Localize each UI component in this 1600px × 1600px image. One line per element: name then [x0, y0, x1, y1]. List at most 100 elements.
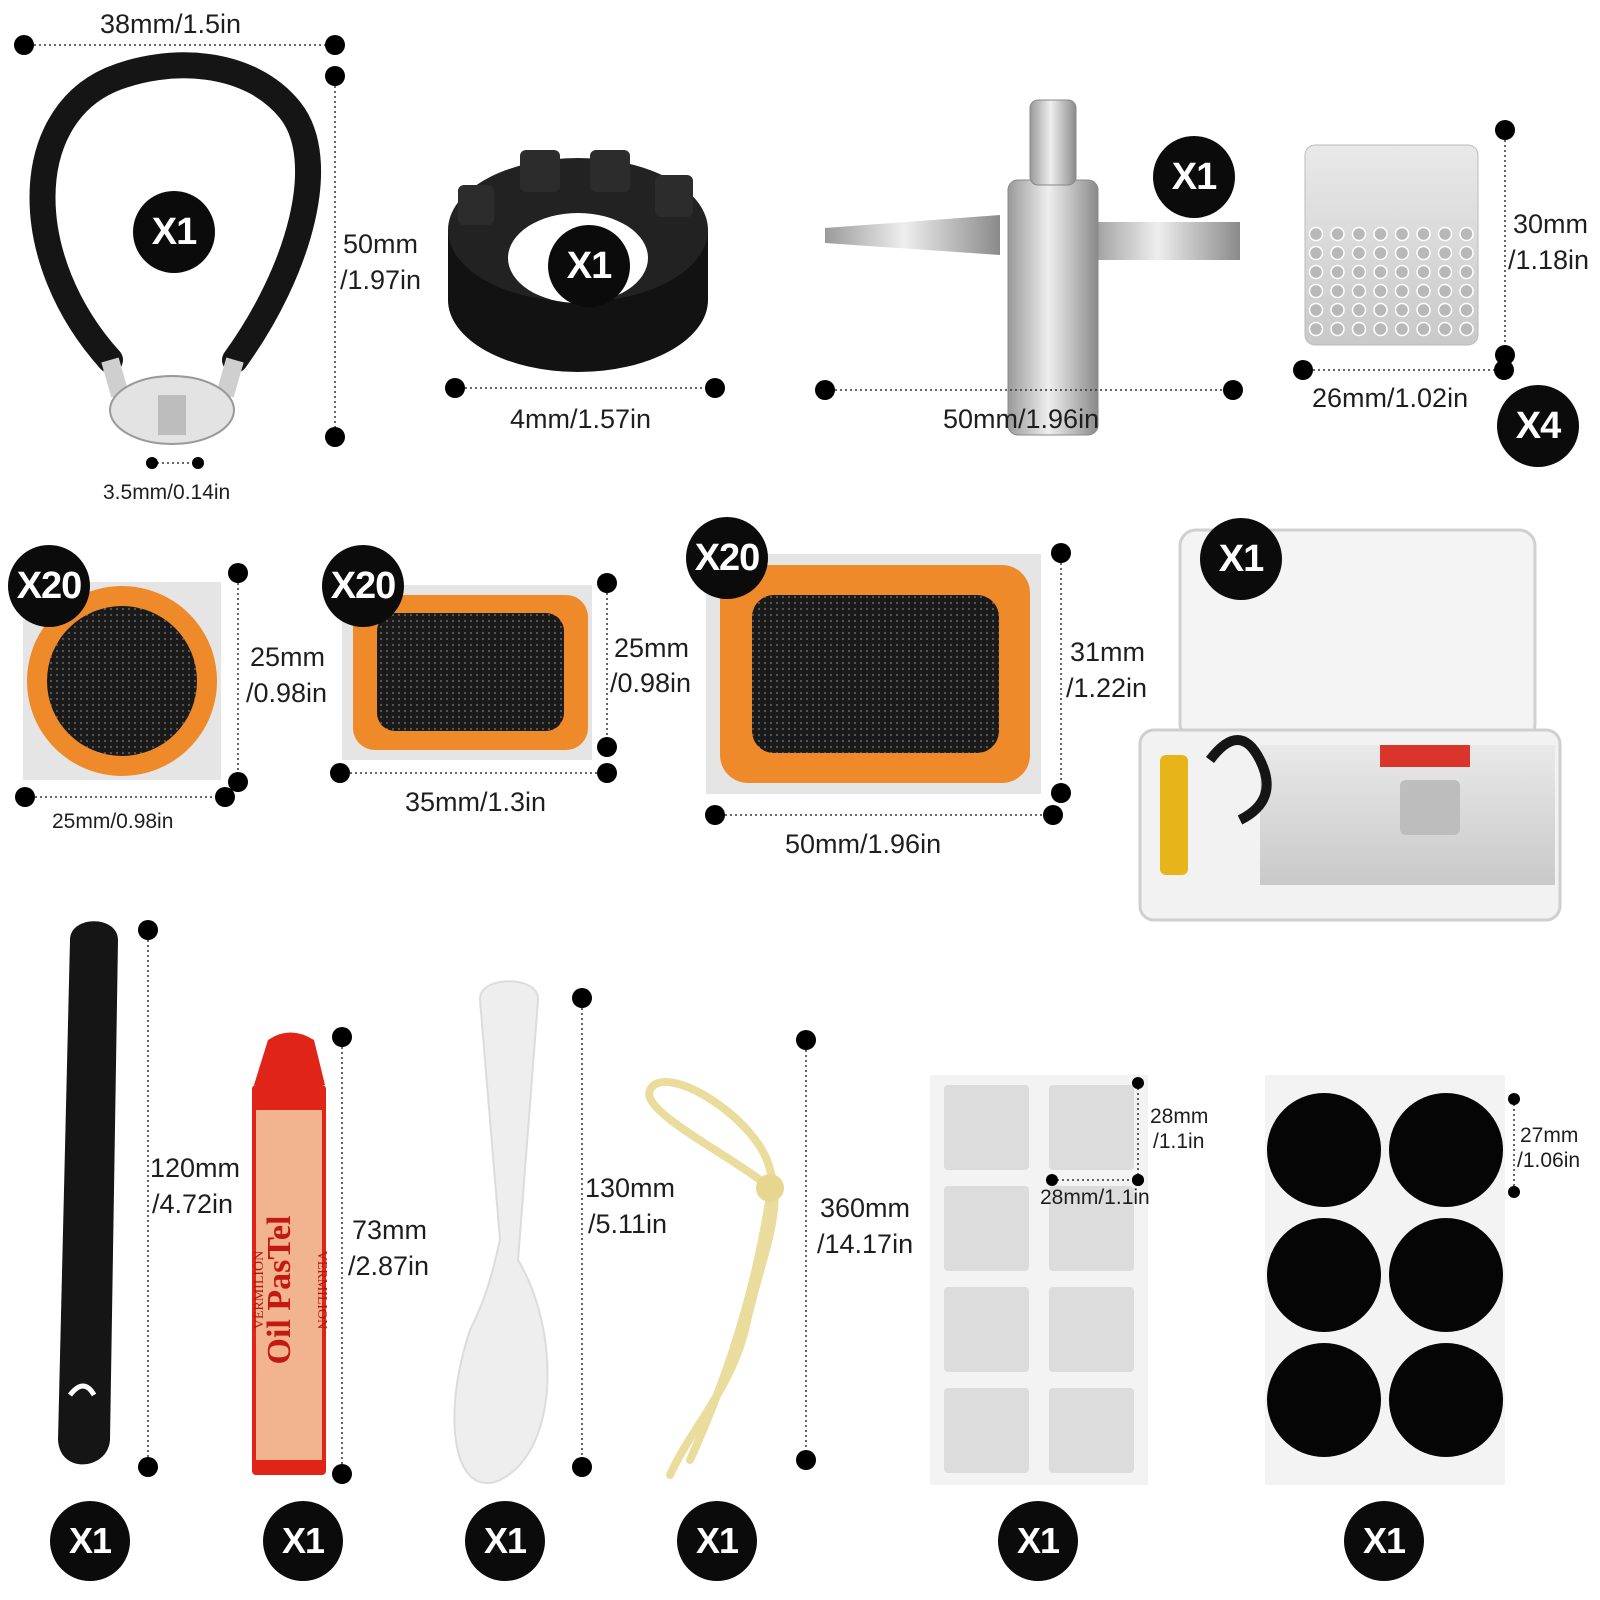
dimension-end-dot [445, 378, 465, 398]
clear-patch-square [1049, 1287, 1134, 1372]
rasp-hole [1459, 264, 1474, 280]
rasp-hole [1437, 302, 1453, 318]
spoke-wrench-slot: 3.5mm/0.14in [103, 481, 231, 504]
dimension-end-dot [1508, 1186, 1520, 1198]
dimension-end-dot [332, 1027, 352, 1047]
crayon-brand-text: Oil PasTel [261, 1216, 298, 1365]
rasp-hole [1394, 283, 1410, 299]
clear-patch-square [1049, 1388, 1134, 1473]
qty-badge-patch-round: X20 [8, 545, 90, 627]
qty-badge-storage-box: X1 [1200, 518, 1282, 600]
rasp-hole [1330, 302, 1345, 318]
patch-round-height-in: /0.98in [246, 678, 328, 708]
dimension-end-dot [325, 427, 345, 447]
qty-badge-patch-rect-small: X20 [322, 545, 404, 627]
dimension-end-dot [146, 457, 158, 469]
patch-rect-large-image [706, 554, 1041, 794]
patch-rect-large-height-mm: 31mm [1070, 637, 1146, 667]
crayon-image [252, 1032, 326, 1475]
rasp-hole [1373, 245, 1388, 261]
crayon-side-text-right: VERMILION [314, 1251, 329, 1330]
rasp-hole [1330, 283, 1345, 299]
rasp-hole [1459, 226, 1474, 242]
rasp-hole [1308, 302, 1324, 318]
rasp-hole [1308, 283, 1324, 299]
crayon-side-text-left: VERMILION [252, 1251, 267, 1330]
tire-lever-image [58, 921, 118, 1465]
rasp-hole [1437, 283, 1453, 299]
qty-badge-black-patches: X1 [1344, 1501, 1424, 1581]
spoke-wrench-height-mm: 50mm [343, 229, 419, 259]
rasp-hole [1351, 283, 1367, 299]
spatula-height-in: /5.11in [588, 1209, 668, 1239]
dimension-end-dot [572, 1457, 592, 1477]
patch-rect-large-width: 50mm/1.96in [785, 829, 942, 859]
rasp-hole [1416, 264, 1431, 280]
spoke-wrench-height-in: /1.97in [340, 265, 422, 295]
rasp-hole [1373, 226, 1388, 242]
tire-lever-height-in: /4.72in [152, 1189, 234, 1219]
spoke-wrench-image [29, 52, 321, 445]
dimension-end-dot [1494, 360, 1514, 380]
valve-tube-height-mm: 360mm [820, 1193, 911, 1223]
dimension-end-dot [815, 380, 835, 400]
rasp-hole [1373, 302, 1388, 318]
qty-badge-clear-patches: X1 [998, 1501, 1078, 1581]
rasp-hole [1308, 264, 1324, 280]
rasp-hole [1394, 321, 1410, 337]
dimension-end-dot [1132, 1174, 1144, 1186]
rasp-hole [1351, 226, 1367, 242]
rasp-hole [1437, 264, 1453, 280]
patch-rect-small-height-in: /0.98in [610, 668, 692, 698]
black-patch-height-mm: 27mm [1520, 1124, 1579, 1147]
dimension-end-dot [1293, 360, 1313, 380]
rasp-hole [1351, 245, 1367, 261]
rasp-hole [1373, 321, 1388, 337]
rasp-hole [1351, 264, 1367, 280]
patch-rect-small-width: 35mm/1.3in [405, 787, 547, 817]
rasp-hole [1373, 264, 1388, 280]
tire-lever-height-mm: 120mm [150, 1153, 241, 1183]
dimension-end-dot [705, 378, 725, 398]
rasp-image [1304, 144, 1479, 346]
dimension-end-dot [705, 805, 725, 825]
patch-round-image [23, 582, 221, 780]
dimension-end-dot [1043, 805, 1063, 825]
rasp-hole [1351, 302, 1367, 318]
qty-badge-spoke-key: X1 [548, 225, 630, 307]
valve-tool-width: 50mm/1.96in [943, 404, 1100, 434]
dimension-end-dot [1223, 380, 1243, 400]
rasp-hole [1394, 302, 1410, 318]
rasp-hole [1330, 226, 1345, 242]
rasp-hole [1394, 226, 1410, 242]
dimension-end-dot [138, 920, 158, 940]
clear-patch-width: 28mm/1.1in [1040, 1186, 1150, 1209]
rasp-hole [1416, 226, 1431, 242]
qty-badge-tire-lever: X1 [50, 1501, 130, 1581]
rasp-hole [1330, 321, 1345, 337]
dimension-end-dot [1495, 120, 1515, 140]
dimension-end-dot [572, 988, 592, 1008]
rasp-hole [1373, 283, 1388, 299]
rasp-hole [1437, 226, 1453, 242]
rasp-hole [1394, 245, 1410, 261]
clear-patch-height-in: /1.1in [1153, 1130, 1205, 1153]
dimension-lines [14, 35, 1520, 1484]
rasp-hole [1459, 321, 1474, 337]
dimension-end-dot [325, 35, 345, 55]
spoke-key-width: 4mm/1.57in [510, 404, 652, 434]
rasp-hole [1308, 321, 1324, 337]
rasp-hole [1416, 321, 1431, 337]
valve-tool-image [825, 99, 1240, 436]
dimension-end-dot [14, 35, 34, 55]
dimension-end-dot [1132, 1077, 1144, 1089]
black-patch-height-in: /1.06in [1517, 1149, 1581, 1172]
dimension-end-dot [1508, 1093, 1520, 1105]
dimension-end-dot [1046, 1174, 1058, 1186]
rasp-hole [1416, 245, 1431, 261]
dimension-end-dot [597, 737, 617, 757]
rasp-height-mm: 30mm [1513, 209, 1589, 239]
patch-round-height-mm: 25mm [250, 642, 326, 672]
patch-rect-small-height-mm: 25mm [614, 633, 690, 663]
